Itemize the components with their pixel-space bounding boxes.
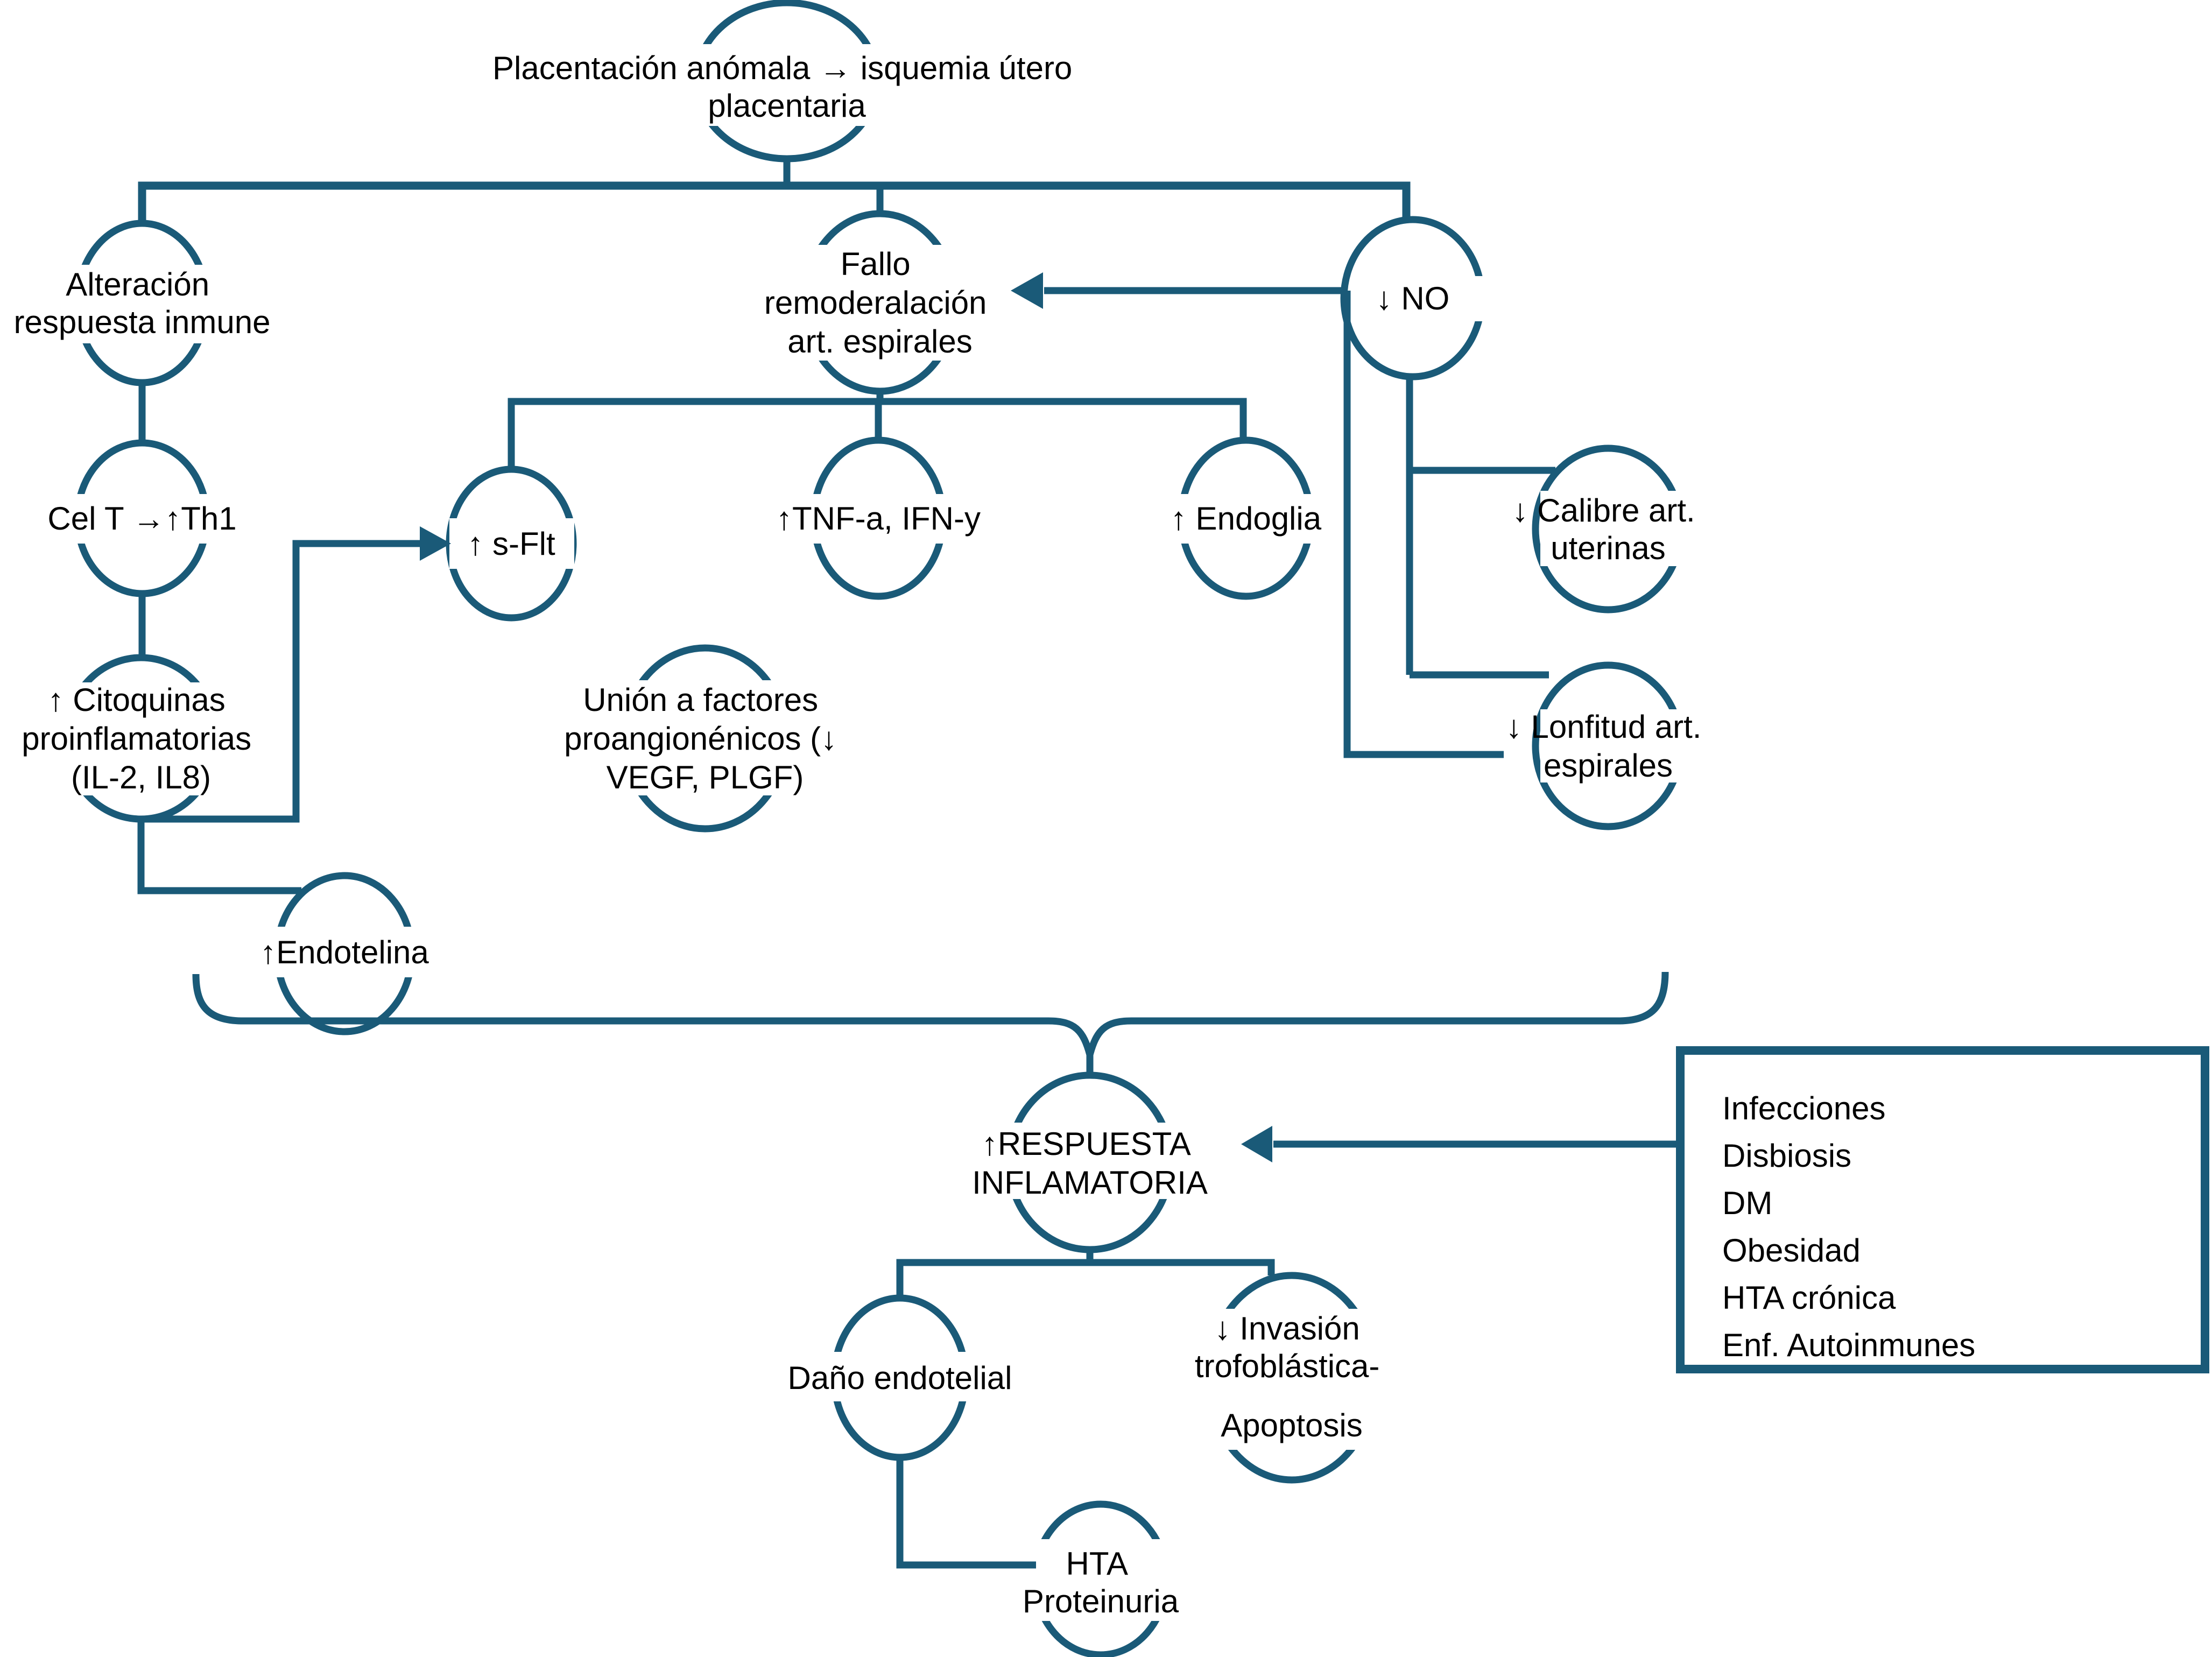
node-invasion-label: ↓ Invasión trofoblástica- Apoptosis xyxy=(1195,1310,1389,1443)
node-calibre-label: ↓ Calibre art. uterinas xyxy=(1512,492,1704,566)
node-tnf-label: ↑TNF-a, IFN-y xyxy=(776,500,981,537)
risk-factors-list: Infecciones Disbiosis DM Obesidad HTA cr… xyxy=(1722,1090,1975,1363)
arrowhead-respuesta xyxy=(1241,1126,1272,1162)
node-endoglia-label: ↑ Endoglia xyxy=(1171,500,1322,537)
node-calibre-mask xyxy=(1540,491,1702,566)
node-invasion-mask xyxy=(1183,1309,1400,1450)
node-fallo-label: Fallo remoderalación art. espirales xyxy=(764,246,996,359)
node-placentacion-label: Placentación anómala → isquemia útero pl… xyxy=(492,50,1081,124)
node-placentacion-mask xyxy=(457,44,1114,126)
node-longitud-mask xyxy=(1540,709,1702,782)
node-no-mask xyxy=(1358,276,1485,321)
node-union-label: Unión a factores proangionénicos (↓ VEGF… xyxy=(564,682,846,795)
connector-citoquinas-endotelina xyxy=(137,819,301,894)
node-respuesta-mask xyxy=(982,1123,1203,1199)
risk-factors-box xyxy=(1676,1046,2209,1373)
node-celt-mask xyxy=(15,494,273,544)
node-hta-label: HTA Proteinuria xyxy=(1023,1546,1179,1619)
node-no-label: ↓ NO xyxy=(1376,280,1450,316)
risk-item: Obesidad xyxy=(1722,1232,1861,1268)
connector-citoquinas-sflt xyxy=(141,540,422,823)
node-sflt-mask xyxy=(449,518,574,569)
node-citoquinas-label: ↑ Citoquinas proinflamatorias (IL-2, IL8… xyxy=(22,682,260,795)
connector-brace xyxy=(192,971,1669,1068)
connector-top-branch xyxy=(138,181,1411,223)
risk-item: Enf. Autoinmunes xyxy=(1722,1327,1975,1363)
connector-bottom-branch xyxy=(896,1259,1275,1298)
node-respuesta-label: ↑RESPUESTA INFLAMATORIA xyxy=(972,1126,1208,1201)
node-dano-mask xyxy=(770,1352,1030,1401)
node-alteracion-mask xyxy=(0,265,291,343)
arrowhead-fallo xyxy=(1011,272,1043,309)
node-dano-label: Daño endotelial xyxy=(788,1360,1012,1396)
node-union-mask xyxy=(572,680,839,795)
risk-item: HTA crónica xyxy=(1722,1280,1896,1316)
node-endotelina-label: ↑Endotelina xyxy=(260,934,429,970)
node-alteracion-label: Alteración respuesta inmune xyxy=(14,266,271,340)
node-sflt-label: ↑ s-Flt xyxy=(467,526,555,562)
node-longitud-label: ↓ Lonfitud art. espirales xyxy=(1506,709,1710,784)
arrowhead-sflt xyxy=(420,526,451,561)
node-citoquinas-mask xyxy=(0,682,284,795)
node-tnf-mask xyxy=(750,494,1008,544)
risk-item: Disbiosis xyxy=(1722,1138,1851,1174)
node-hta-mask xyxy=(1010,1539,1192,1621)
risk-item: Infecciones xyxy=(1722,1090,1886,1126)
connector-dano-hta xyxy=(896,1457,1036,1569)
node-endoglia-mask xyxy=(1146,494,1347,544)
node-celt-label: Cel T →↑Th1 xyxy=(47,500,236,537)
node-endotelina-mask xyxy=(230,927,459,977)
connector-feedback-vertical xyxy=(1343,291,1504,758)
risk-item: DM xyxy=(1722,1185,1772,1221)
node-fallo-mask xyxy=(751,245,1015,361)
